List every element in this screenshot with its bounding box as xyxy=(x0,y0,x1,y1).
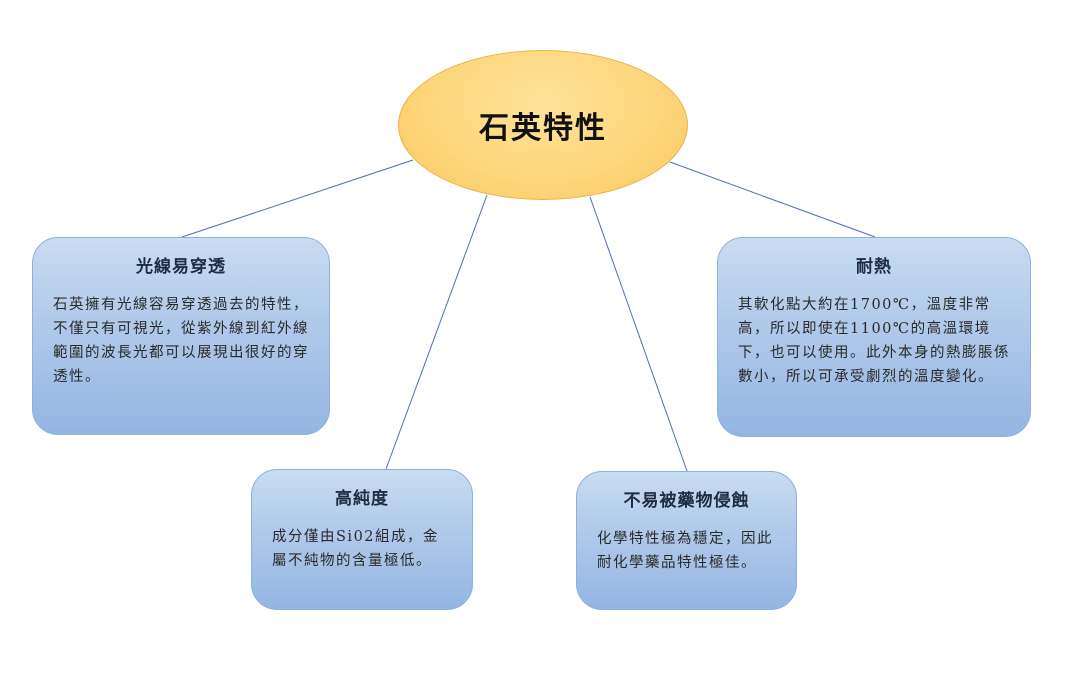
node-purity-body: 成分僅由Si02組成，金屬不純物的含量極低。 xyxy=(272,529,440,569)
connector-center-to-heat xyxy=(669,161,876,238)
node-chem-title: 不易被藥物侵蝕 xyxy=(623,491,750,511)
node-purity-title: 高純度 xyxy=(335,489,389,509)
node-light-transmission: 光線易穿透 石英擁有光線容易穿透過去的特性，不僅只有可視光，從紫外線到紅外線範圍… xyxy=(32,237,330,435)
node-chemical-resistance: 不易被藥物侵蝕 化學特性極為穩定，因此耐化學藥品特性極佳。 xyxy=(576,471,797,610)
connector-center-to-chem xyxy=(589,196,688,472)
node-heat-title: 耐熱 xyxy=(856,257,892,277)
center-node-quartz-properties: 石英特性 xyxy=(398,50,688,200)
node-heat-body: 其軟化點大約在1700℃，溫度非常高，所以即使在1100℃的高溫環境下，也可以使… xyxy=(738,297,1010,385)
center-title: 石英特性 xyxy=(479,111,607,146)
connector-center-to-purity xyxy=(385,194,488,470)
node-light-body: 石英擁有光線容易穿透過去的特性，不僅只有可視光，從紫外線到紅外線範圍的波長光都可… xyxy=(53,297,309,385)
node-heat-resistance: 耐熱 其軟化點大約在1700℃，溫度非常高，所以即使在1100℃的高溫環境下，也… xyxy=(717,237,1031,437)
node-light-title: 光線易穿透 xyxy=(136,257,226,277)
connector-center-to-light xyxy=(181,159,414,238)
node-high-purity: 高純度 成分僅由Si02組成，金屬不純物的含量極低。 xyxy=(251,469,473,610)
node-chem-body: 化學特性極為穩定，因此耐化學藥品特性極佳。 xyxy=(597,531,773,571)
